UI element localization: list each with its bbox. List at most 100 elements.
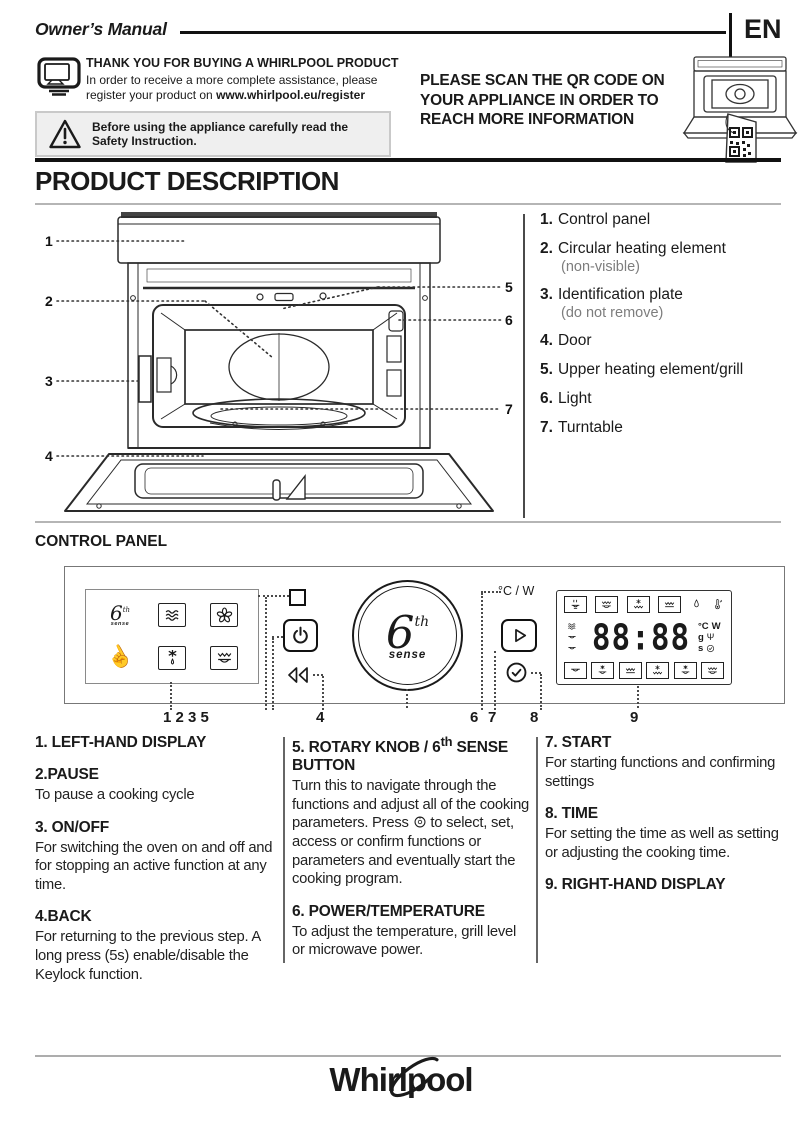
fan-icon xyxy=(210,603,238,628)
legend-item: 5.Upper heating element/grill xyxy=(540,360,782,380)
sixth-sense-logo-small: 6th sense xyxy=(110,603,130,628)
manual-title: Owner’s Manual xyxy=(35,19,167,39)
oven-icon xyxy=(564,662,587,679)
display-bottom-icons xyxy=(564,662,724,679)
section-rule-top xyxy=(35,158,781,162)
qr-line-2: YOUR APPLIANCE IN ORDER TO xyxy=(420,91,659,109)
sense-word: sense xyxy=(388,648,427,661)
legend-number: 1. xyxy=(540,211,553,228)
sixth-sense-logo-knob: 6th sense xyxy=(386,610,429,662)
register-block: THANK YOU FOR BUYING A WHIRLPOOL PRODUCT… xyxy=(86,56,416,102)
whirlpool-swoosh-icon xyxy=(390,1056,441,1098)
parts-legend: 1.Control panel 2.Circular heating eleme… xyxy=(540,210,782,447)
legend-label: Identification plate xyxy=(557,286,683,303)
rotary-knob-icon xyxy=(413,815,427,829)
function-heading: 7. START xyxy=(545,734,612,751)
rule-gray-1 xyxy=(35,203,781,205)
display-top-icons xyxy=(564,596,724,613)
temp-watt-label: °C / W xyxy=(498,584,535,598)
fan-snow-icon xyxy=(591,662,615,679)
appliance-qr-illustration xyxy=(682,56,798,163)
register-line: register your product on www.whirlpool.e… xyxy=(86,88,416,103)
thermometer-icon xyxy=(711,598,724,611)
warning-triangle-icon xyxy=(49,119,81,149)
language-code: EN xyxy=(744,14,782,44)
pause-button xyxy=(289,589,306,606)
sense-sup: th xyxy=(122,606,131,614)
water-drop-icon xyxy=(690,598,703,611)
legend-label: Control panel xyxy=(557,211,651,228)
function-heading: 8. TIME xyxy=(545,805,598,823)
legend-label: Light xyxy=(557,390,592,407)
leader xyxy=(322,676,324,710)
function-body: For returning to the previous step. A lo… xyxy=(35,929,261,983)
legend-item: 4.Door xyxy=(540,331,782,351)
legend-number: 3. xyxy=(540,286,553,303)
on-off-button xyxy=(283,619,318,652)
sense-word: sense xyxy=(110,621,130,627)
footer-rule xyxy=(35,1055,781,1057)
sense-digit: 6 xyxy=(109,601,123,625)
legend-number: 6. xyxy=(540,390,553,407)
language-divider xyxy=(729,13,732,57)
dish-icon xyxy=(564,632,580,643)
grill-waves-icon xyxy=(658,596,682,613)
leader xyxy=(637,686,639,708)
register-prefix: register your product on xyxy=(86,87,217,102)
body-text: to select, set, access or confirm functi… xyxy=(292,815,516,888)
sense-sup: th xyxy=(414,613,430,630)
leader xyxy=(494,651,496,710)
leader xyxy=(481,593,483,710)
panel-callout-left-group: 1 2 3 5 xyxy=(163,709,209,726)
assist-line: In order to receive a more complete assi… xyxy=(86,73,378,87)
leader xyxy=(481,591,501,593)
qr-instruction: PLEASE SCAN THE QR CODE ON YOUR APPLIANC… xyxy=(420,71,665,130)
function-heading: 9. RIGHT-HAND DISPLAY xyxy=(545,876,726,894)
callout-3: 3 xyxy=(45,373,53,389)
legend-label: Upper heating element/grill xyxy=(557,361,744,378)
legend-label: Turntable xyxy=(557,419,623,436)
function-body: Turn this to navigate through the functi… xyxy=(292,777,530,889)
qr-line-1: PLEASE SCAN THE QR CODE ON xyxy=(420,72,665,89)
microwave-icon xyxy=(158,603,186,628)
dish-icon xyxy=(564,643,580,654)
column-divider xyxy=(536,737,538,963)
legend-item: 1.Control panel xyxy=(540,210,782,230)
unit-second: s xyxy=(697,643,704,654)
leader xyxy=(406,689,408,708)
function-heading: 6. POWER/TEMPERATURE xyxy=(292,902,485,920)
unit-celsius: °C xyxy=(697,621,709,632)
defrost-icon xyxy=(158,645,186,670)
function-body: For switching the oven on and off and fo… xyxy=(35,839,273,893)
footer: Whirlpool xyxy=(0,1056,802,1099)
function-heading: 2.PAUSE xyxy=(35,766,99,783)
grill-icon xyxy=(210,645,238,670)
register-monitor-icon xyxy=(37,57,81,96)
rotary-knob: 6th sense xyxy=(352,580,463,691)
control-panel-title: CONTROL PANEL xyxy=(35,533,168,550)
grill-waves-icon xyxy=(700,662,724,679)
start-button xyxy=(501,619,537,652)
fan-snow-icon xyxy=(673,662,697,679)
header-rule xyxy=(180,31,726,34)
body-text: Turn this to navigate through the functi… xyxy=(292,778,530,832)
callout-4: 4 xyxy=(45,448,53,464)
sense-digit: 6 xyxy=(385,605,415,659)
display-left-icons xyxy=(564,621,584,654)
legend-number: 7. xyxy=(540,419,553,436)
rule-gray-2 xyxy=(35,521,781,523)
display-time: 88:88 xyxy=(591,616,691,659)
callout-6: 6 xyxy=(505,312,513,328)
safety-notice-text: Before using the appliance carefully rea… xyxy=(92,120,349,148)
legend-item: 7.Turntable xyxy=(540,418,782,438)
grill-fan-icon xyxy=(646,662,670,679)
brand-name: Whirlpool xyxy=(329,1061,473,1098)
leader xyxy=(540,674,542,710)
clock-icon xyxy=(706,644,715,653)
function-body: To pause a cooking cycle xyxy=(35,787,195,803)
qr-line-3: REACH MORE INFORMATION xyxy=(420,111,635,128)
time-button xyxy=(504,660,529,685)
functions-column-2: 5. ROTARY KNOB / 6th SENSE BUTTON Turn t… xyxy=(292,734,530,960)
